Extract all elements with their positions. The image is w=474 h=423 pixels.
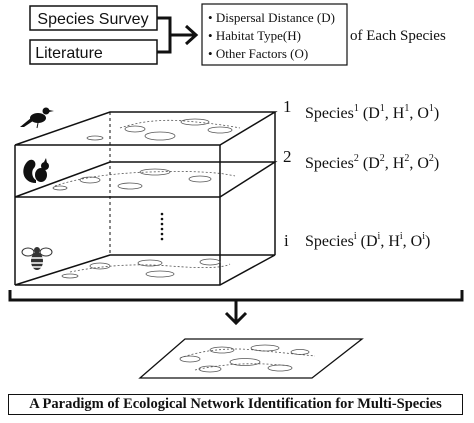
layer-index: 2 — [283, 147, 292, 166]
bird-icon — [20, 107, 54, 129]
species-survey-label: Species Survey — [37, 11, 148, 28]
layer-stack — [14, 111, 278, 286]
factors-list: • Dispersal Distance (D) • Habitat Type(… — [208, 10, 335, 61]
output-bracket — [8, 290, 464, 326]
layer-2-plane — [14, 161, 278, 198]
squirrel-icon — [23, 158, 49, 183]
species-formula: Speciesi (Di, Hi, Oi) — [305, 231, 430, 250]
layer-index: i — [284, 231, 289, 250]
literature-box — [29, 39, 158, 65]
habitat-patches-layer-1 — [86, 118, 241, 141]
factor-item: • Other Factors (O) — [208, 46, 308, 61]
layer-label-i: i Speciesi (Di, Hi, Oi) — [284, 231, 430, 250]
integrated-network-patches — [179, 344, 316, 373]
factor-item: • Habitat Type(H) — [208, 28, 301, 43]
caption: A Paradigm of Ecological Network Identif… — [8, 394, 463, 415]
layer-label-1: 1 Species1 (D1, H1, O1) — [283, 97, 439, 122]
layer-label-2: 2 Species2 (D2, H2, O2) — [283, 147, 439, 172]
layer-ellipsis — [160, 212, 164, 241]
species-formula: Species2 (D2, H2, O2) — [305, 153, 439, 172]
merge-bracket — [157, 16, 199, 54]
bee-icon — [21, 247, 53, 270]
factors-box — [201, 3, 348, 66]
habitat-patches-layer-i — [61, 258, 231, 279]
factors-suffix: of Each Species — [350, 28, 446, 44]
factor-item: • Dispersal Distance (D) — [208, 10, 335, 25]
layer-index: 1 — [283, 97, 292, 116]
species-formula: Species1 (D1, H1, O1) — [305, 103, 439, 122]
literature-label: Literature — [35, 45, 103, 62]
species-survey-box — [29, 5, 158, 31]
habitat-patches-layer-2 — [52, 168, 236, 191]
layer-i-plane — [14, 254, 276, 286]
